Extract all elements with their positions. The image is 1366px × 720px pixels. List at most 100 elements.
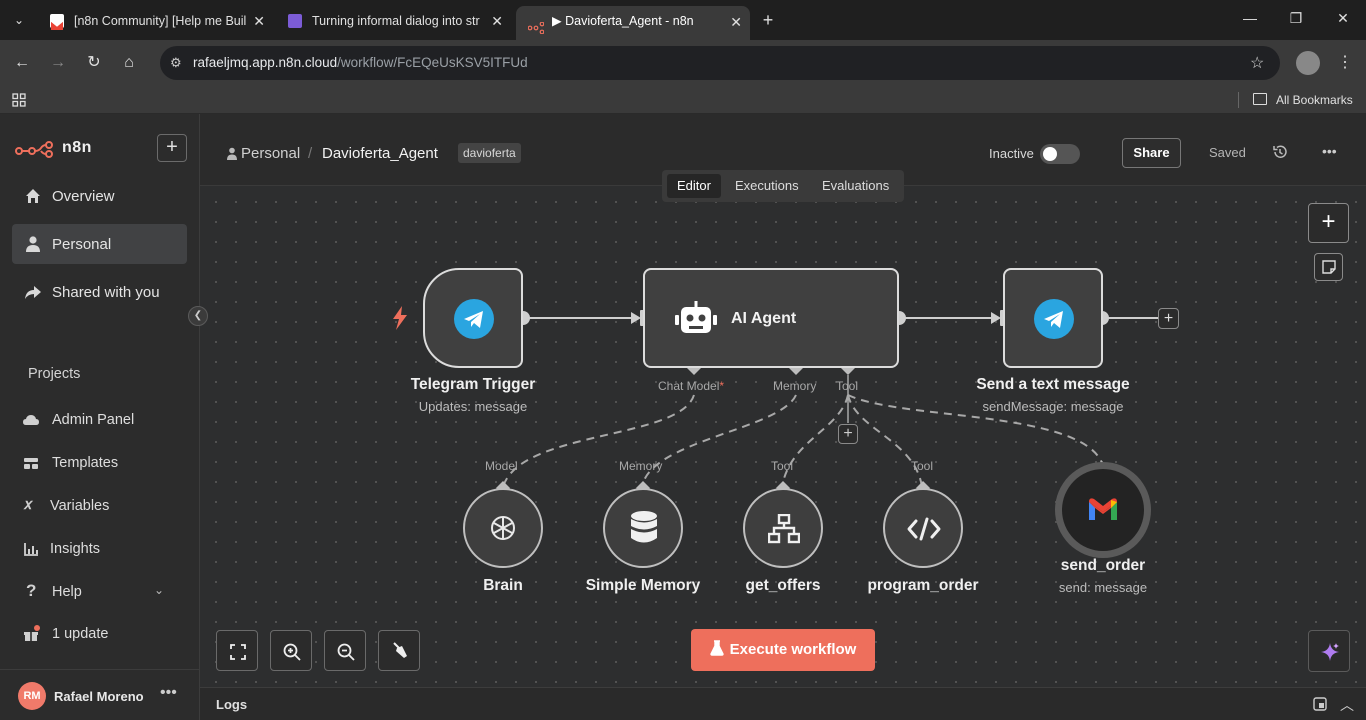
zoom-in-icon [283, 643, 301, 666]
sticky-note-button[interactable] [1314, 253, 1343, 281]
ai-assistant-button[interactable] [1308, 630, 1350, 672]
sidebar-item-label: Help [52, 584, 82, 600]
url-omnibox[interactable]: ⚙ rafaeljmq.app.n8n.cloud/workflow/FcEQe… [160, 46, 1280, 80]
saved-status: Saved [1209, 145, 1246, 160]
window-close-icon[interactable]: ✕ [1337, 10, 1349, 26]
add-next-node-button[interactable]: + [1158, 308, 1179, 329]
code-icon [907, 517, 941, 546]
all-bookmarks-folder-icon [1253, 93, 1267, 105]
database-icon [630, 511, 658, 550]
more-options-icon[interactable]: ••• [160, 684, 177, 701]
gmail-favicon-icon [50, 14, 64, 30]
sidebar-item-updates[interactable]: 1 update [22, 622, 182, 646]
port-label-memory: Memory [773, 379, 817, 393]
view-switcher: Editor Executions Evaluations [662, 170, 904, 202]
apps-grid-icon[interactable] [12, 93, 26, 107]
sidebar-item-label: Insights [50, 541, 100, 557]
user-name: Rafael Moreno [54, 689, 144, 704]
network-icon [767, 513, 801, 549]
node-subtitle: Updates: message [418, 399, 528, 414]
node-get-offers[interactable] [743, 488, 823, 568]
close-tab-icon[interactable]: ✕ [491, 13, 503, 29]
sidebar-item-admin-panel[interactable]: Admin Panel [22, 408, 182, 432]
sidebar-item-label: Overview [52, 188, 115, 205]
sidebar-item-label: Shared with you [52, 284, 160, 301]
node-brain[interactable] [463, 488, 543, 568]
site-info-icon[interactable]: ⚙ [170, 55, 182, 70]
app-logo-text: n8n [62, 139, 92, 156]
sidebar-item-templates[interactable]: Templates [22, 451, 182, 475]
workflow-canvas[interactable] [200, 186, 1366, 687]
breadcrumb-personal[interactable]: Personal [241, 145, 301, 162]
close-tab-icon[interactable]: ✕ [730, 14, 742, 30]
reload-icon[interactable]: ↻ [87, 54, 101, 71]
breadcrumb-separator: / [308, 145, 313, 162]
tab-evaluations[interactable]: Evaluations [822, 178, 890, 193]
forward-icon[interactable]: → [50, 54, 66, 71]
bookmark-star-icon[interactable]: ☆ [1250, 55, 1265, 72]
share-button[interactable]: Share [1122, 138, 1181, 168]
sidebar-item-help[interactable]: ? Help ⌄ [22, 580, 182, 604]
restore-icon[interactable]: ❐ [1289, 10, 1303, 26]
workflow-tag[interactable]: davioferta [458, 143, 521, 163]
n8n-logo-icon[interactable] [15, 140, 55, 163]
chevron-up-icon[interactable]: ︿ [1340, 697, 1354, 713]
history-icon[interactable] [1272, 144, 1288, 165]
gmail-icon [1087, 496, 1119, 527]
user-menu[interactable]: RM Rafael Moreno ••• [0, 669, 200, 719]
sidebar-item-personal[interactable]: Personal [12, 224, 187, 264]
more-menu-icon[interactable]: ••• [1322, 143, 1337, 159]
address-bar-row: ← → ↻ ⌂ ⚙ rafaeljmq.app.n8n.cloud/workfl… [0, 40, 1366, 86]
back-icon[interactable]: ← [14, 54, 30, 71]
new-tab-button[interactable]: + [762, 10, 774, 30]
all-bookmarks-divider [1238, 92, 1239, 108]
gift-icon [22, 625, 40, 643]
collapse-sidebar-button[interactable]: ❮ [188, 306, 208, 326]
tab-editor[interactable]: Editor [667, 174, 721, 198]
node-ai-agent[interactable]: AI Agent [643, 268, 899, 368]
node-send-order[interactable] [1055, 462, 1151, 558]
home-button-icon[interactable]: ⌂ [124, 54, 134, 71]
sidebar-item-overview[interactable]: Overview [12, 176, 187, 216]
active-toggle[interactable] [1040, 144, 1080, 164]
variables-icon: 𝑥 [24, 496, 33, 513]
minimize-icon[interactable]: — [1243, 10, 1257, 26]
main-sidebar: n8n + Overview Personal Shared with you … [0, 114, 200, 720]
close-tab-icon[interactable]: ✕ [253, 13, 265, 29]
sidebar-item-label: Personal [52, 236, 112, 253]
port-label-model: Model [485, 459, 518, 473]
node-send-text-message[interactable] [1003, 268, 1103, 368]
execute-workflow-button[interactable]: Execute workflow [691, 629, 875, 671]
profile-avatar[interactable] [1296, 51, 1320, 75]
sidebar-item-shared[interactable]: Shared with you [12, 272, 187, 312]
node-simple-memory[interactable] [603, 488, 683, 568]
popout-icon[interactable] [1313, 697, 1327, 716]
browser-menu-icon[interactable]: ⋮ [1337, 54, 1353, 71]
port-label-tool-1: Tool [771, 459, 794, 473]
insights-icon [22, 540, 40, 558]
sidebar-item-insights[interactable]: Insights [22, 537, 182, 561]
logs-panel[interactable]: Logs ︿ [200, 687, 1366, 720]
workflow-name[interactable]: Davioferta_Agent [322, 145, 438, 162]
node-program-order[interactable] [883, 488, 963, 568]
browser-tabbar: ⌄ [n8n Community] [Help me Buil ✕ Turnin… [0, 0, 1366, 40]
add-tool-button[interactable]: + [838, 424, 858, 444]
add-node-button[interactable]: + [1308, 203, 1349, 243]
all-bookmarks-link[interactable]: All Bookmarks [1276, 93, 1353, 107]
tab-title: ▶ Davioferta_Agent - n8n [552, 14, 694, 28]
workflow-favicon-icon [288, 14, 302, 28]
zoom-in-button[interactable] [270, 630, 312, 671]
create-new-button[interactable]: + [157, 134, 187, 162]
sidebar-item-variables[interactable]: 𝑥 Variables [22, 494, 182, 518]
zoom-out-button[interactable] [324, 630, 366, 671]
tidy-up-button[interactable] [378, 630, 420, 671]
browser-tab-n8n[interactable]: ▶ Davioferta_Agent - n8n ✕ [516, 6, 750, 40]
node-telegram-trigger[interactable] [423, 268, 523, 368]
tab-search-button[interactable]: ⌄ [13, 13, 25, 27]
fit-view-button[interactable] [216, 630, 258, 671]
share-icon [24, 283, 42, 301]
tab-executions[interactable]: Executions [735, 178, 799, 193]
browser-tab-community[interactable]: [n8n Community] [Help me Buil ✕ [38, 7, 273, 35]
toggle-knob [1043, 147, 1057, 161]
browser-tab-dialog[interactable]: Turning informal dialog into str ✕ [276, 7, 511, 35]
